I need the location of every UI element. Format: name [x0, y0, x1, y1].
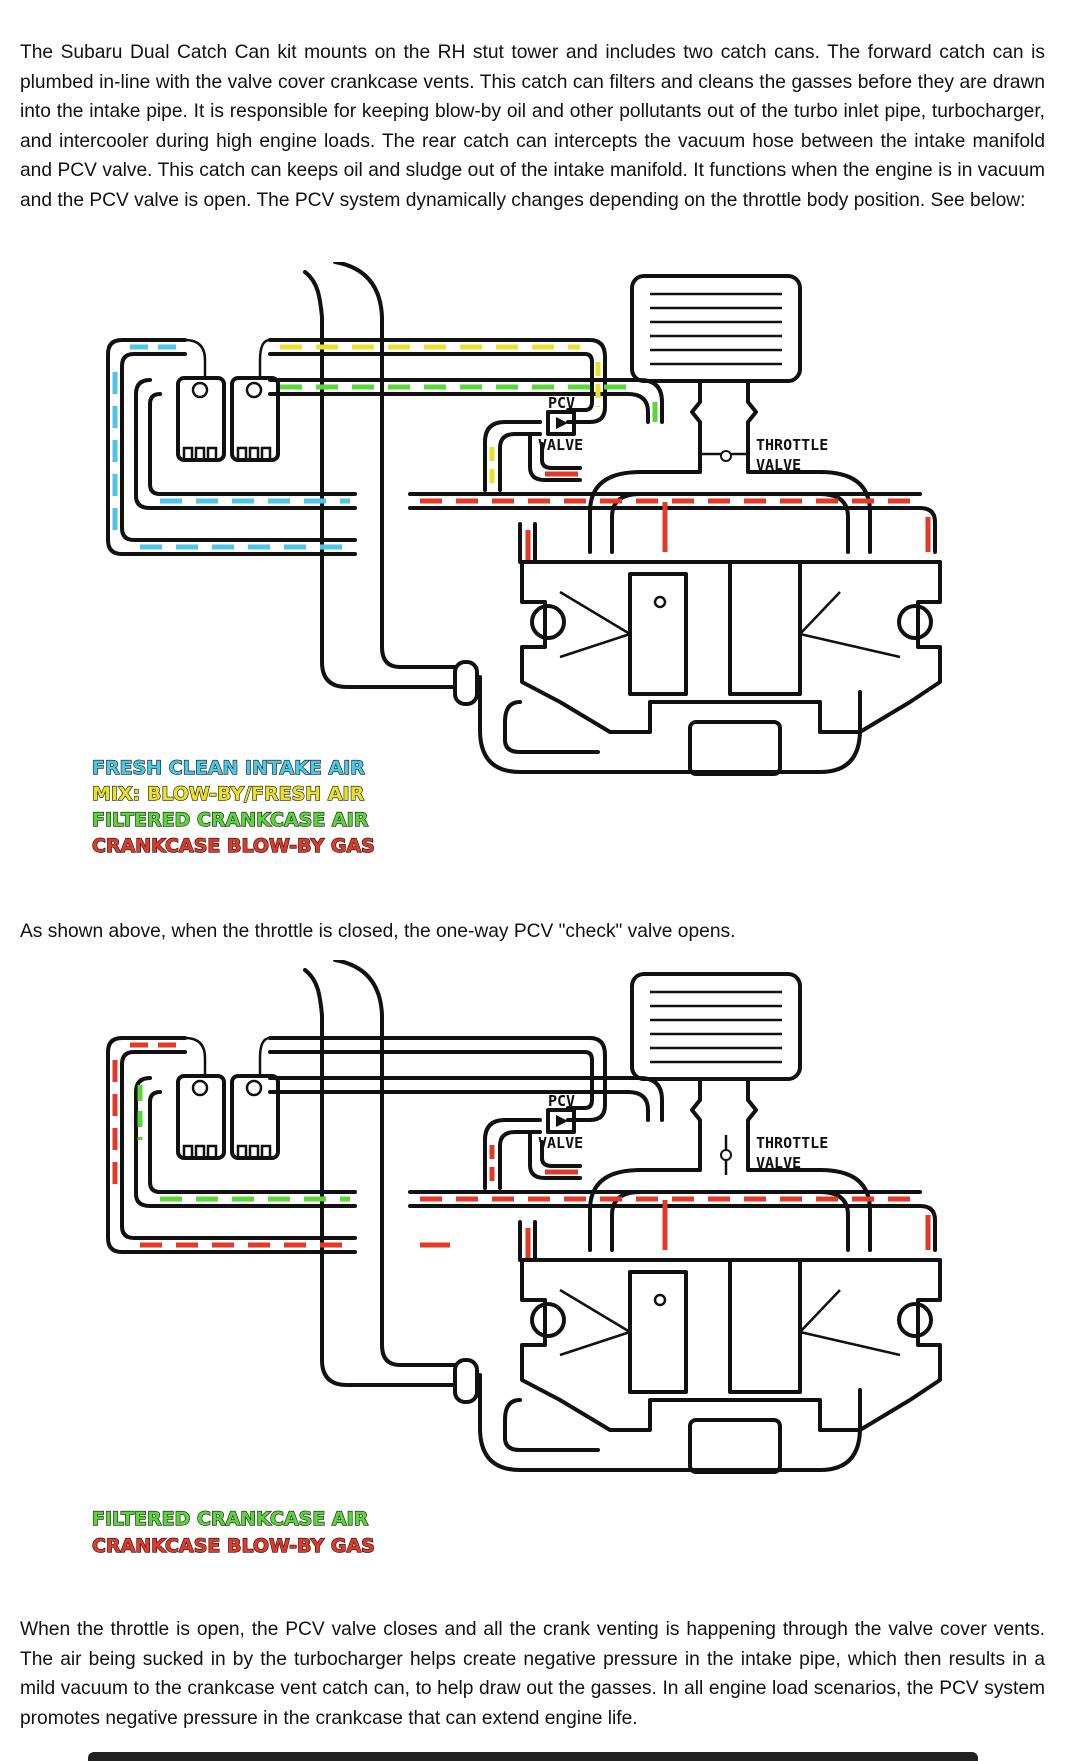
throttle-label-1: THROTTLE: [756, 436, 828, 454]
engine-block: [453, 560, 942, 776]
legend-closed: FRESH CLEAN INTAKE AIR MIX: BLOW-BY/FRES…: [91, 756, 375, 857]
throttle-body-2: THROTTLE VALVE: [690, 1077, 828, 1175]
pcv-diagram-throttle-closed: THROTTLE VALVE PCV VALVE: [91, 262, 942, 858]
catch-cans: [176, 338, 280, 462]
throttle-label-2: VALVE: [756, 456, 801, 474]
pcv-label-2: VALVE: [538, 436, 583, 454]
pcv-valve-2: PCV VALVE: [538, 1092, 583, 1152]
legend-filtered: FILTERED CRANKCASE AIR: [92, 1508, 369, 1530]
pcv-label-2: VALVE: [538, 1134, 583, 1152]
legend-blowby: CRANKCASE BLOW-BY GAS: [92, 1535, 375, 1557]
throttle-label-1: THROTTLE: [756, 1134, 828, 1152]
intake-pipe-2: [303, 960, 457, 1387]
next-image-edge: [88, 1752, 978, 1761]
pcv-label-1: PCV: [548, 394, 575, 412]
pcv-valve: PCV VALVE: [538, 394, 583, 454]
catch-cans-2: [176, 1036, 280, 1160]
pcv-diagram-throttle-open: THROTTLE VALVE PCV VALVE: [91, 960, 942, 1558]
flow-arrows-closed: [112, 344, 931, 560]
intake-pipe: [303, 262, 457, 689]
open-throttle-paragraph: When the throttle is open, the PCV valve…: [20, 1619, 1045, 1729]
closed-throttle-paragraph: As shown above, when the throttle is clo…: [20, 921, 736, 942]
intercooler-2: [630, 972, 802, 1081]
pcv-label-1: PCV: [548, 1092, 575, 1110]
legend-mix: MIX: BLOW-BY/FRESH AIR: [92, 783, 365, 805]
catch-can-hoses: [106, 338, 937, 564]
legend-fresh-air: FRESH CLEAN INTAKE AIR: [92, 757, 365, 779]
throttle-label-2: VALVE: [756, 1154, 801, 1172]
throttle-body: THROTTLE VALVE: [690, 379, 828, 474]
legend-filtered: FILTERED CRANKCASE AIR: [92, 809, 369, 831]
engine-block-2: [453, 1258, 942, 1474]
flow-arrows-open: [112, 1042, 931, 1258]
catch-can-hoses-2: [106, 1036, 937, 1262]
intro-paragraph: The Subaru Dual Catch Can kit mounts on …: [20, 42, 1045, 211]
intercooler: [630, 274, 802, 383]
legend-blowby: CRANKCASE BLOW-BY GAS: [92, 835, 375, 857]
legend-open: FILTERED CRANKCASE AIR CRANKCASE BLOW-BY…: [91, 1507, 375, 1557]
